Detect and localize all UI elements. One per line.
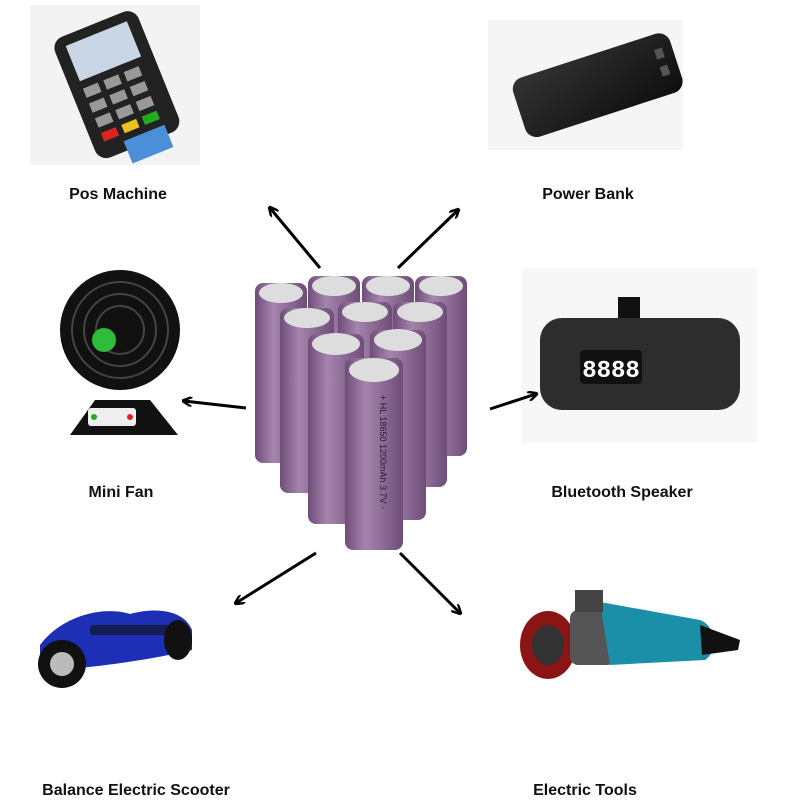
battery-cell: + HL 18650 1200mAh 3.7V - <box>345 358 403 550</box>
label-pos-machine: Pos Machine <box>69 186 167 203</box>
label-power-bank: Power Bank <box>542 186 634 203</box>
battery-label: + HL 18650 1200mAh 3.7V - <box>378 395 388 509</box>
label-balance-scooter: Balance Electric Scooter <box>42 782 230 799</box>
label-bluetooth-speaker: Bluetooth Speaker <box>551 484 693 501</box>
pos-machine-image <box>30 5 200 165</box>
arrow-to-scooter <box>236 551 317 603</box>
mini-fan-image <box>60 270 180 435</box>
arrow-to-mini-fan <box>184 401 247 410</box>
arrow-to-electric-tools <box>398 551 460 613</box>
label-mini-fan: Mini Fan <box>88 484 154 501</box>
bluetooth-speaker-image: 8888 <box>522 268 757 443</box>
electric-grinder-image <box>520 590 740 679</box>
power-bank-image <box>488 20 683 150</box>
speaker-display: 8888 <box>582 358 640 385</box>
arrow-to-power-bank <box>396 210 458 270</box>
battery-cluster-image: + HL 18650 1200mAh 3.7V - <box>255 276 467 550</box>
label-electric-tools: Electric Tools <box>533 782 637 799</box>
balance-scooter-image <box>38 610 192 688</box>
arrows <box>184 208 536 613</box>
arrow-to-bluetooth-speaker <box>489 394 536 411</box>
arrow-to-pos-machine <box>270 208 322 269</box>
